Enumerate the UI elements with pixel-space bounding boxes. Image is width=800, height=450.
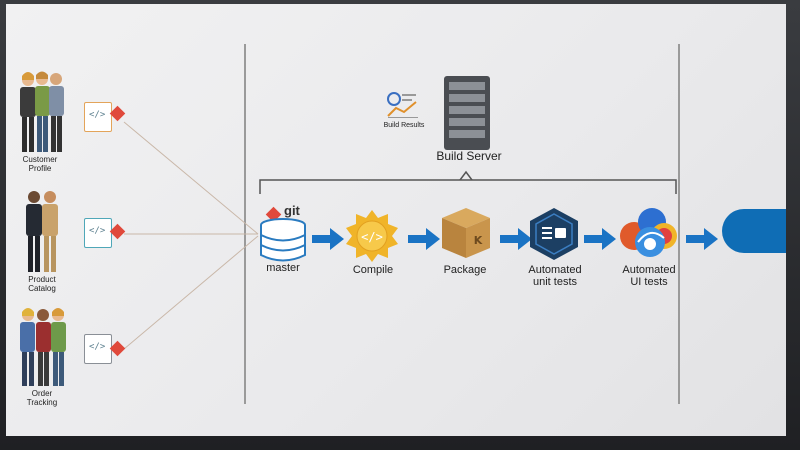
build-chart-icon	[387, 92, 418, 118]
compile-gear-icon: </>	[346, 210, 398, 262]
step-label-compile: Compile	[352, 264, 394, 276]
build-server-label: Build Server	[436, 149, 502, 163]
git-label: git	[284, 203, 300, 218]
unit-test-hexagon-icon	[530, 208, 578, 260]
code-file-icon: </>	[84, 218, 112, 248]
pipeline-arrow-icon	[500, 228, 532, 250]
svg-text:</>: </>	[361, 230, 383, 244]
step-label-master: master	[266, 262, 300, 274]
package-box-icon: K	[442, 208, 490, 258]
browser-icon	[620, 208, 677, 257]
left-divider	[244, 44, 246, 404]
code-file-icon: </>	[84, 334, 112, 364]
server-icon	[444, 76, 490, 150]
svg-text:K: K	[474, 234, 483, 247]
pipeline-arrow-icon	[686, 228, 718, 250]
pipeline-arrow-icon	[312, 228, 344, 250]
product-catalog-people-icon	[26, 191, 58, 272]
pipeline-arrow-icon	[584, 228, 616, 250]
code-file-icon: </>	[84, 102, 112, 132]
right-divider	[678, 44, 680, 404]
database-icon	[260, 218, 306, 262]
next-stage-bar	[722, 209, 786, 253]
customer-profile-people-icon	[20, 71, 64, 152]
connector-lines	[123, 121, 677, 350]
order-tracking-people-icon	[20, 308, 66, 386]
step-label-package: Package	[443, 264, 487, 276]
build-results-label: Build Results	[383, 122, 425, 129]
pipeline-arrow-icon	[408, 228, 440, 250]
